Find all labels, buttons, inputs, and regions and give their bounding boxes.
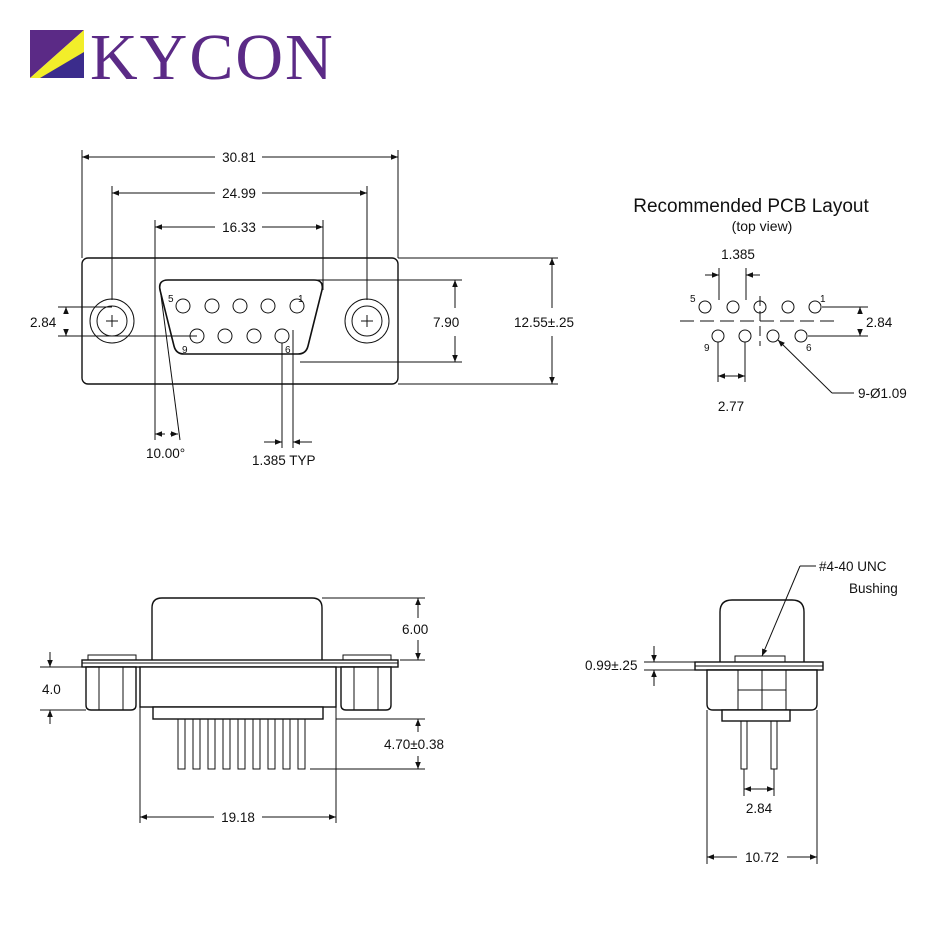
side-dim-pin-row-spacing: 2.84 [746,801,773,816]
pcb-dim-row-span: 2.77 [718,399,744,414]
pcb-dim-hole-callout: 9-Ø1.09 [858,386,907,401]
front-pin1-label: 1 [298,294,304,305]
dim-overall-height: 12.55±.25 [514,315,574,330]
dim-flange-height: 4.0 [42,682,61,697]
side-dim-flange-thickness: 0.99±.25 [585,658,637,673]
side-pin-right [770,720,778,770]
bottom-view: 6.00 4.0 4.70±0.38 19.18 [40,597,444,825]
dim-shell-depth: 6.00 [402,622,428,637]
dim-hole-offset: 2.84 [30,315,57,330]
pcb-layout-title: Recommended PCB Layout [633,196,869,217]
dim-pin-length: 4.70±0.38 [384,737,444,752]
front-pin9-label: 9 [182,345,188,356]
pcb-pin9-label: 9 [704,343,710,354]
side-callout-line1: #4-40 UNC [819,559,887,574]
side-shell [719,599,805,662]
dim-mount-hole-spacing: 24.99 [222,186,256,201]
side-callout-line2: Bushing [849,581,898,596]
pcb-pin1-label: 1 [820,294,826,305]
front-pin6-label: 6 [285,345,291,356]
dim-draft-angle: 10.00° [146,446,185,461]
pcb-holes [698,300,822,343]
bottom-body [139,666,337,708]
pcb-layout: Recommended PCB Layout (top view) 5 1 9 … [633,196,907,414]
logo-text: KYCON [90,21,335,94]
dim-body-width: 19.18 [221,810,255,825]
bottom-right-nut [340,666,392,711]
side-pin-left [740,720,748,770]
front-flange-outline [81,257,399,385]
front-shell-outline [158,279,324,355]
dim-pin-pitch: 1.385 TYP [252,453,316,468]
pcb-pin6-label: 6 [806,343,812,354]
side-view: #4-40 UNC Bushing 0.99±.25 2.84 10.72 [585,559,898,865]
bottom-pin-carrier [152,706,324,720]
front-view: 5 1 9 6 30.81 24.99 16.33 2.84 7.90 [30,150,574,468]
side-dim-body-depth: 10.72 [745,850,779,865]
pcb-dim-row-offset: 2.84 [866,315,893,330]
bottom-shell [151,597,323,660]
bottom-pins [177,718,306,770]
dim-shell-height: 7.90 [433,315,459,330]
right-mount-hole [344,298,390,344]
front-pin5-label: 5 [168,294,174,305]
logo-mark-blue [40,52,84,78]
dim-shell-width: 16.33 [222,220,256,235]
pcb-layout-subtitle: (top view) [732,218,793,234]
pcb-dim-pitch: 1.385 [721,247,755,262]
bottom-left-nut [85,666,137,711]
side-nut [737,670,787,710]
kycon-logo: KYCON [30,21,335,94]
pcb-pin5-label: 5 [690,294,696,305]
side-pin-carrier [721,709,791,722]
dim-overall-width: 30.81 [222,150,256,165]
